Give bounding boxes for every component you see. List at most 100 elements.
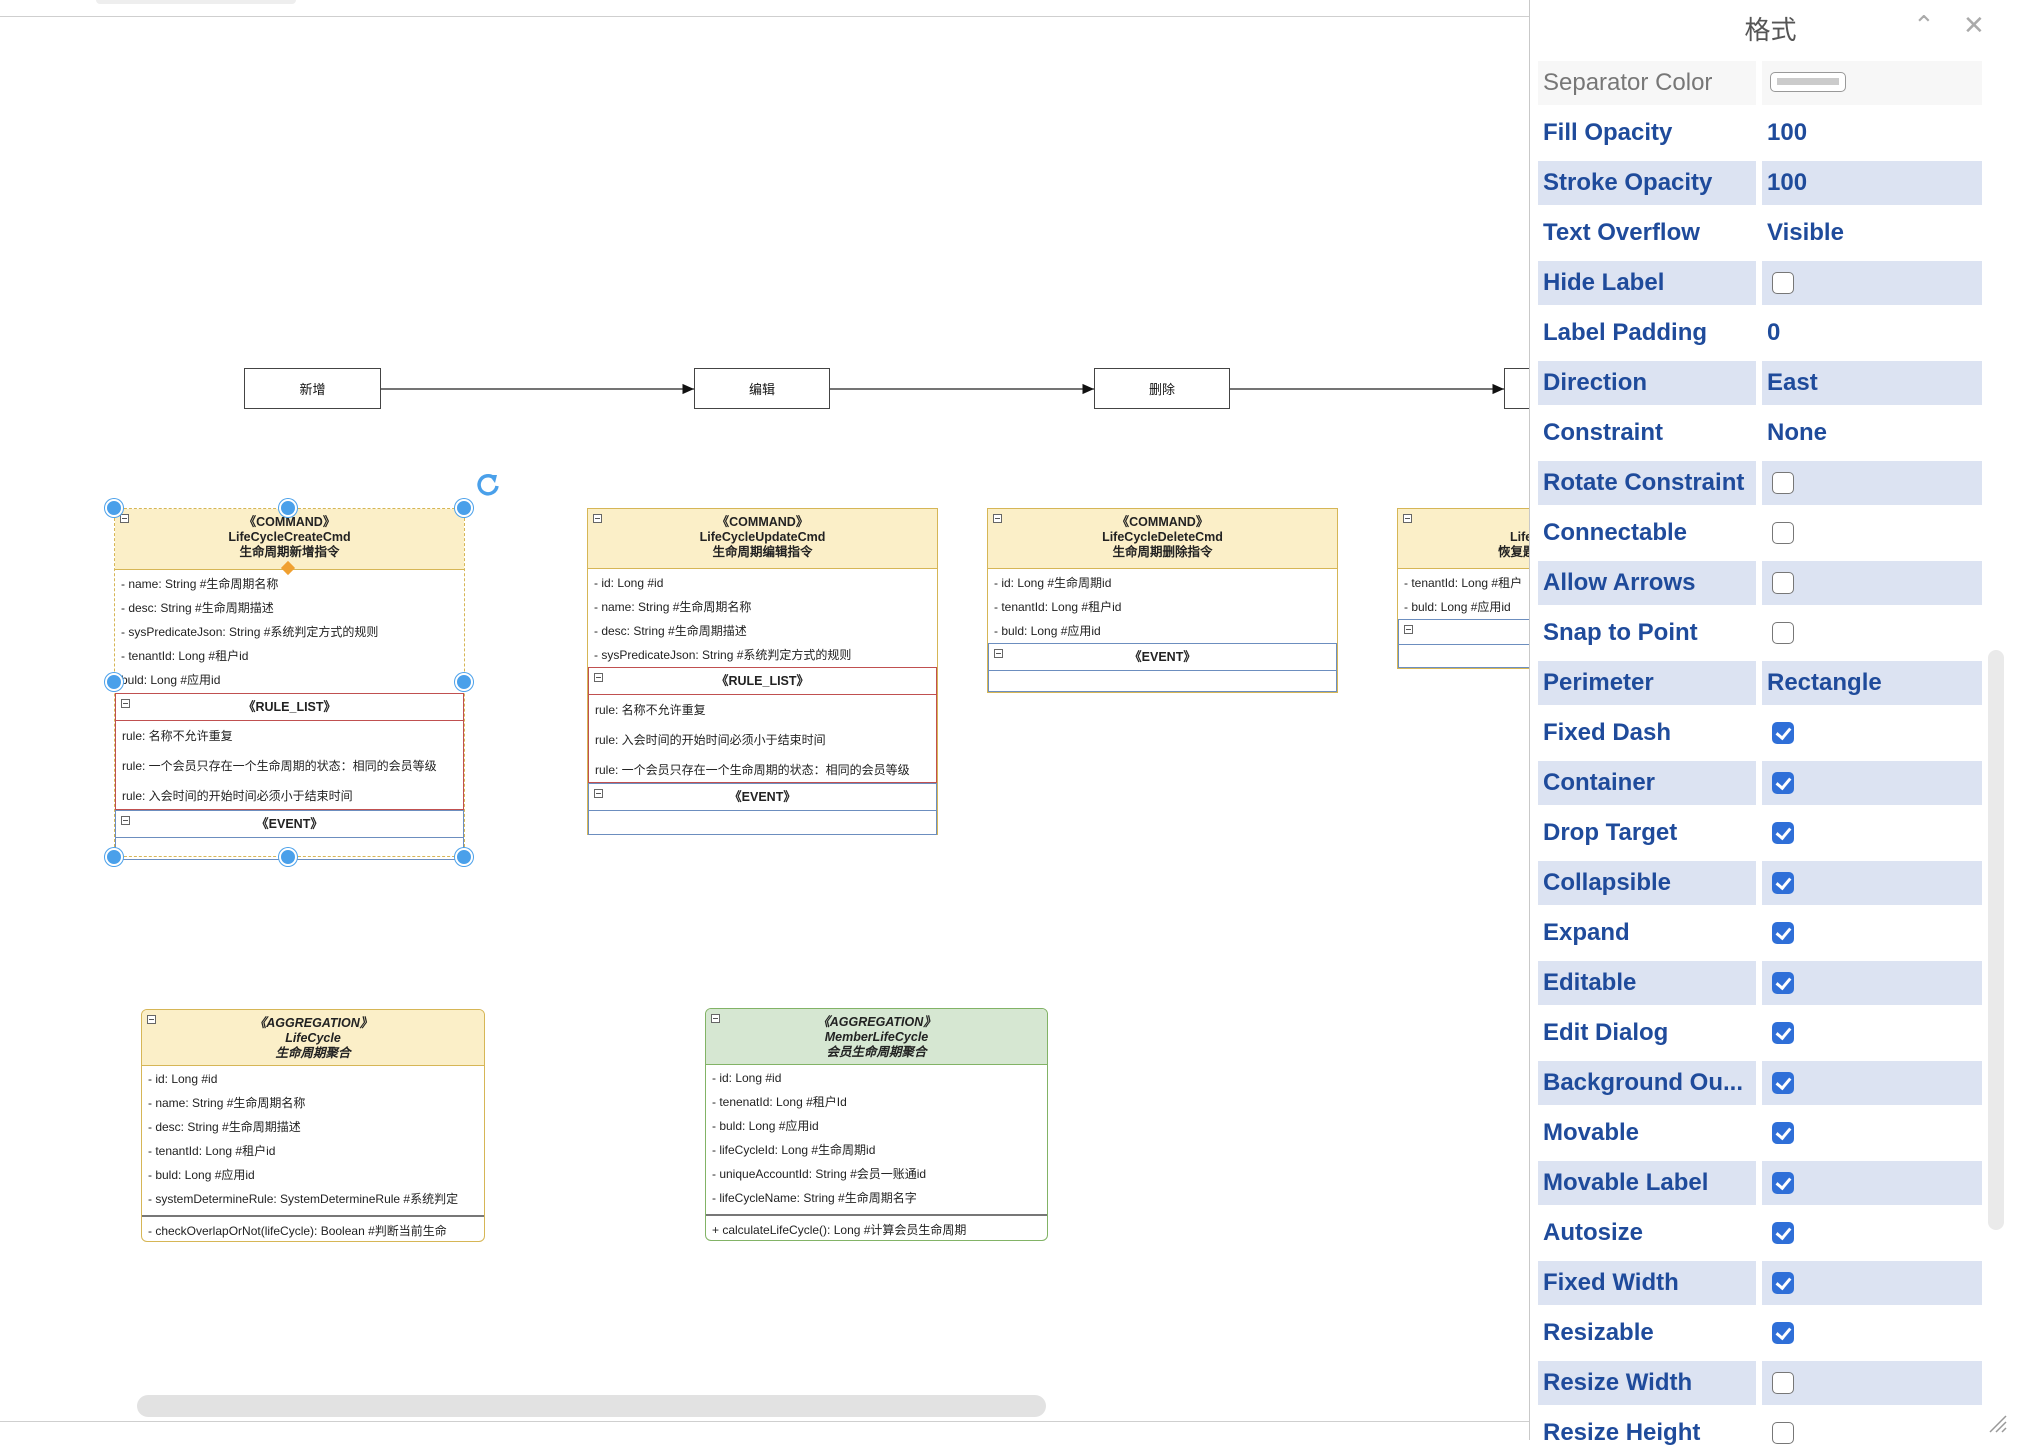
field-row[interactable]: - sysPredicateJson: String #系统判定方式的规则: [594, 648, 852, 662]
method-row[interactable]: + calculateLifeCycle(): Long #计算会员生命周期: [712, 1223, 967, 1237]
collapse-toggle-icon[interactable]: [994, 649, 1003, 658]
event-section[interactable]: 《EVENT》: [588, 783, 937, 835]
field-row[interactable]: - tenenatId: Long #租户Id: [712, 1095, 847, 1109]
property-row-container[interactable]: Container: [1538, 761, 1982, 805]
field-row[interactable]: - lifeCycleName: String #生命周期名字: [712, 1191, 917, 1205]
collapse-toggle-icon[interactable]: [594, 673, 603, 682]
field-row[interactable]: - buld: Long #应用id: [712, 1119, 819, 1133]
checkbox[interactable]: [1772, 1322, 1794, 1344]
property-checkbox-cell[interactable]: [1762, 1211, 1982, 1255]
field-row[interactable]: - name: String #生命周期名称: [594, 600, 752, 614]
field-row[interactable]: - sysPredicateJson: String #系统判定方式的规则: [121, 625, 379, 639]
property-checkbox-cell[interactable]: [1762, 1161, 1982, 1205]
method-row[interactable]: - checkOverlapOrNot(lifeCycle): Boolean …: [148, 1224, 447, 1238]
class-header[interactable]: 《AGGREGATION》 LifeCycle 生命周期聚合: [142, 1010, 484, 1066]
property-row-resize-width[interactable]: Resize Width: [1538, 1361, 1982, 1405]
class-header[interactable]: 《COMMAND》 LifeCycleDeleteCmd 生命周期删除指令: [988, 509, 1337, 569]
resize-handle[interactable]: [279, 848, 297, 866]
field-row[interactable]: - systemDetermineRule: SystemDetermineRu…: [148, 1192, 459, 1206]
field-row[interactable]: - tenantId: Long #租户id: [121, 649, 249, 663]
rule-row[interactable]: rule: 一个会员只存在一个生命周期的状态：相同的会员等级: [595, 763, 910, 777]
class-create-cmd[interactable]: 《COMMAND》 LifeCycleCreateCmd 生命周期新增指令 - …: [114, 508, 465, 860]
field-row[interactable]: - desc: String #生命周期描述: [148, 1120, 301, 1134]
event-section[interactable]: 《EVENT》: [988, 643, 1337, 692]
property-row-connectable[interactable]: Connectable: [1538, 511, 1982, 555]
checkbox[interactable]: [1772, 972, 1794, 994]
class-header[interactable]: 《COMMAND》 LifeCycleUpdateCmd 生命周期编辑指令: [588, 509, 937, 569]
checkbox[interactable]: [1772, 872, 1794, 894]
checkbox[interactable]: [1772, 1122, 1794, 1144]
property-color-cell[interactable]: [1762, 61, 1982, 105]
checkbox[interactable]: [1772, 1072, 1794, 1094]
field-row[interactable]: - name: String #生命周期名称: [121, 577, 279, 591]
class-update-cmd[interactable]: 《COMMAND》 LifeCycleUpdateCmd 生命周期编辑指令 - …: [587, 508, 938, 835]
property-checkbox-cell[interactable]: [1762, 611, 1982, 655]
field-row[interactable]: - id: Long #生命周期id: [994, 576, 1112, 590]
property-checkbox-cell[interactable]: [1762, 911, 1982, 955]
field-row[interactable]: - buld: Long #应用id: [994, 624, 1101, 638]
property-value[interactable]: East: [1762, 361, 1982, 405]
rotate-handle-icon[interactable]: [474, 470, 502, 498]
collapse-toggle-icon[interactable]: [121, 816, 130, 825]
flow-box-delete[interactable]: 删除: [1094, 368, 1230, 409]
collapse-toggle-icon[interactable]: [711, 1014, 720, 1023]
property-checkbox-cell[interactable]: [1762, 461, 1982, 505]
resize-handle[interactable]: [455, 848, 473, 866]
property-value[interactable]: None: [1767, 419, 1827, 446]
collapse-toggle-icon[interactable]: [121, 699, 130, 708]
color-swatch[interactable]: [1770, 72, 1846, 92]
rule-row[interactable]: rule: 名称不允许重复: [122, 729, 233, 743]
rule-row[interactable]: rule: 名称不允许重复: [595, 703, 706, 717]
property-checkbox-cell[interactable]: [1762, 811, 1982, 855]
property-checkbox-cell[interactable]: [1762, 711, 1982, 755]
property-checkbox-cell[interactable]: [1762, 1061, 1982, 1105]
field-row[interactable]: - tenantId: Long #租户: [1404, 576, 1523, 590]
rule-row[interactable]: rule: 一个会员只存在一个生命周期的状态：相同的会员等级: [122, 759, 437, 773]
flow-box-edit[interactable]: 编辑: [694, 368, 830, 409]
checkbox[interactable]: [1772, 1222, 1794, 1244]
checkbox[interactable]: [1772, 1372, 1794, 1394]
rule-list-section[interactable]: 《RULE_LIST》 rule: 名称不允许重复 rule: 一个会员只存在一…: [115, 693, 464, 810]
property-row-resizable[interactable]: Resizable: [1538, 1311, 1982, 1355]
property-checkbox-cell[interactable]: [1762, 1111, 1982, 1155]
rule-row[interactable]: rule: 入会时间的开始时间必须小于结束时间: [122, 789, 353, 803]
field-row[interactable]: - id: Long #id: [148, 1072, 218, 1086]
checkbox[interactable]: [1772, 1172, 1794, 1194]
class-lifecycle-aggregation[interactable]: 《AGGREGATION》 LifeCycle 生命周期聚合 - id: Lon…: [141, 1009, 485, 1242]
property-checkbox-cell[interactable]: [1762, 761, 1982, 805]
close-icon[interactable]: ✕: [1963, 10, 1985, 40]
checkbox[interactable]: [1772, 772, 1794, 794]
property-checkbox-cell[interactable]: [1762, 1261, 1982, 1305]
property-checkbox-cell[interactable]: [1762, 1011, 1982, 1055]
property-row-rotate-constraint[interactable]: Rotate Constraint: [1538, 461, 1982, 505]
panel-vertical-scrollbar[interactable]: [1988, 650, 2004, 1230]
resize-handle[interactable]: [105, 499, 123, 517]
property-row-hide-label[interactable]: Hide Label: [1538, 261, 1982, 305]
field-row[interactable]: - buld: Long #应用id: [1404, 600, 1511, 614]
property-row-edit-dialog[interactable]: Edit Dialog: [1538, 1011, 1982, 1055]
field-row[interactable]: - tenantId: Long #租户id: [148, 1144, 276, 1158]
checkbox[interactable]: [1772, 572, 1794, 594]
property-checkbox-cell[interactable]: [1762, 1311, 1982, 1355]
property-checkbox-cell[interactable]: [1762, 961, 1982, 1005]
chevron-up-icon[interactable]: ⌃: [1913, 10, 1935, 40]
property-row-fixed-width[interactable]: Fixed Width: [1538, 1261, 1982, 1305]
rule-row[interactable]: rule: 入会时间的开始时间必须小于结束时间: [595, 733, 826, 747]
property-checkbox-cell[interactable]: [1762, 261, 1982, 305]
field-row[interactable]: - lifeCycleId: Long #生命周期id: [712, 1143, 876, 1157]
class-delete-cmd[interactable]: 《COMMAND》 LifeCycleDeleteCmd 生命周期删除指令 - …: [987, 508, 1338, 693]
checkbox[interactable]: [1772, 472, 1794, 494]
property-checkbox-cell[interactable]: [1762, 561, 1982, 605]
collapse-toggle-icon[interactable]: [993, 514, 1002, 523]
field-row[interactable]: - id: Long #id: [594, 576, 664, 590]
property-row-movable[interactable]: Movable: [1538, 1111, 1982, 1155]
property-value[interactable]: Rectangle: [1762, 661, 1982, 705]
collapse-toggle-icon[interactable]: [120, 514, 129, 523]
field-row[interactable]: - desc: String #生命周期描述: [121, 601, 274, 615]
collapse-toggle-icon[interactable]: [147, 1015, 156, 1024]
property-value[interactable]: 100: [1767, 119, 1808, 146]
